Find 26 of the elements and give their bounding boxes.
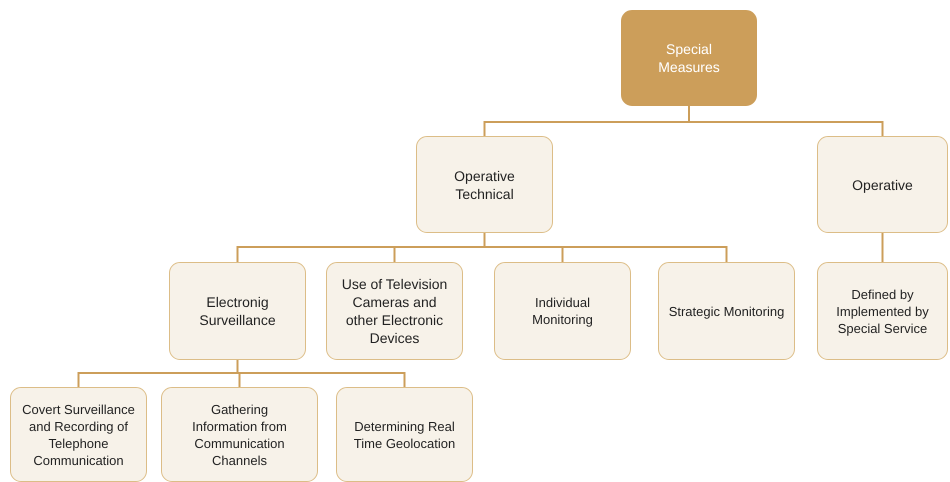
category-box — [336, 387, 473, 482]
connector-line — [236, 360, 406, 387]
category-box — [10, 387, 147, 482]
category-box — [817, 136, 948, 233]
connector-line — [484, 233, 728, 262]
category-box — [161, 387, 318, 482]
node-label: Operative — [852, 176, 913, 194]
category-box — [658, 262, 795, 360]
category-box — [169, 262, 306, 360]
connector-line — [688, 106, 884, 136]
node-label: Operative Technical — [453, 166, 516, 202]
category-box — [817, 262, 948, 360]
category-box — [326, 262, 463, 360]
root-box — [621, 10, 757, 106]
node-label: Gathering Information from Communication Channels — [191, 400, 288, 468]
category-box — [416, 136, 553, 233]
node-label: Defined by Implemented by Special Service — [835, 286, 930, 336]
connector-line — [882, 233, 884, 262]
node-label: Special Measures — [657, 40, 721, 76]
node-label: Individual Monitoring — [531, 294, 594, 328]
category-box — [494, 262, 631, 360]
node-label: Covert Surveillance and Recording of Telephone Communication — [21, 400, 136, 468]
node-label: Electronig Surveillance — [198, 293, 277, 329]
node-label: Use of Television Cameras and other Electronic Devices — [340, 275, 448, 347]
node-label: Determining Real Time Geolocation — [352, 418, 456, 452]
node-label: Strategic Monitoring — [668, 302, 784, 320]
